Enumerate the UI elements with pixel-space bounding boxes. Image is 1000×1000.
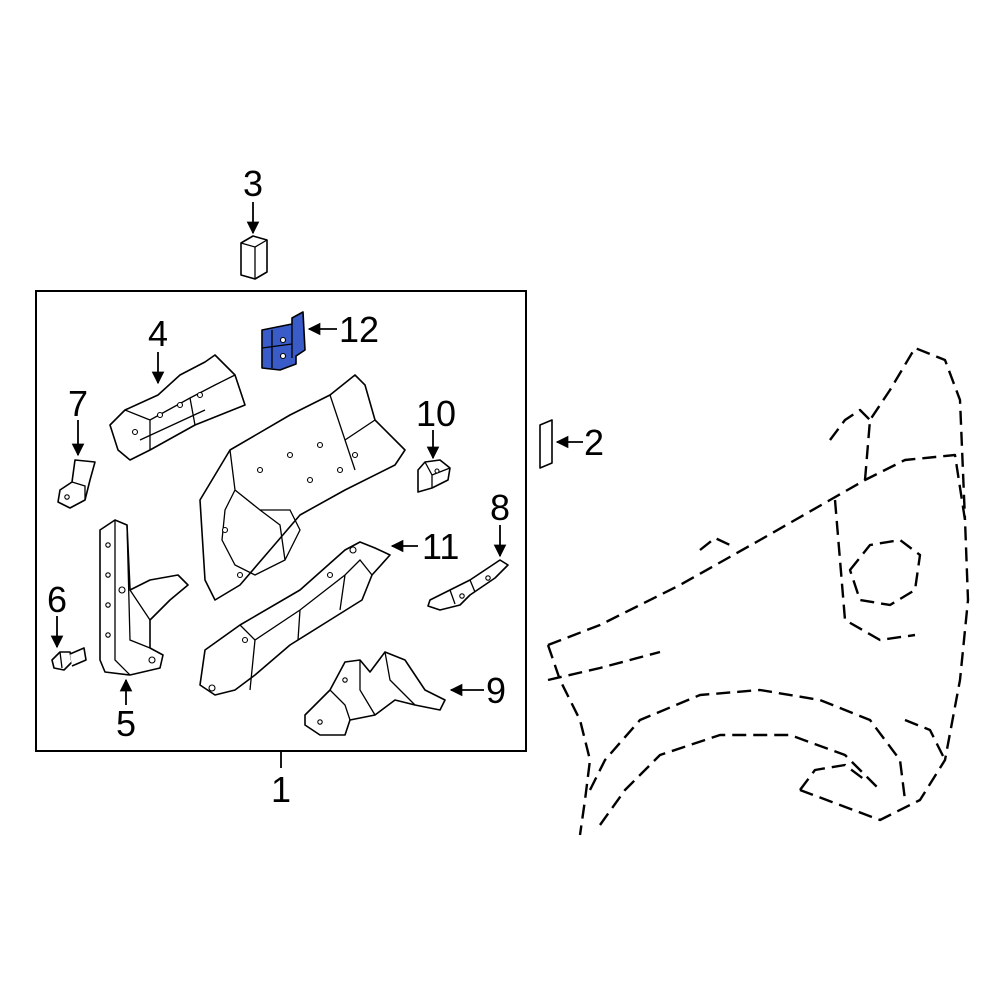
part-4-upper-rail[interactable] (109, 354, 246, 461)
callout-9[interactable]: 9 (486, 670, 506, 711)
callout-4[interactable]: 4 (148, 313, 168, 354)
part-9-bracket[interactable] (304, 651, 446, 736)
callout-10[interactable]: 10 (416, 393, 456, 434)
part-5-pillar[interactable] (99, 519, 189, 676)
part-11-lower-rail[interactable] (199, 541, 391, 696)
callout-2[interactable]: 2 (584, 422, 604, 463)
part-10-cap[interactable] (417, 459, 451, 493)
callout-5[interactable]: 5 (116, 703, 136, 744)
callout-1[interactable]: 1 (271, 769, 291, 810)
fender-outline (546, 346, 970, 836)
callout-3[interactable]: 3 (243, 163, 263, 204)
apron-panel[interactable] (199, 374, 406, 601)
part-6-bolt[interactable] (51, 647, 87, 671)
callout-8[interactable]: 8 (490, 487, 510, 528)
callout-7[interactable]: 7 (68, 383, 88, 424)
part-3-block[interactable] (240, 235, 268, 280)
part-12-bracket[interactable] (261, 311, 306, 371)
callout-12[interactable]: 12 (339, 309, 379, 350)
part-8-bracket[interactable] (427, 559, 509, 611)
callout-11[interactable]: 11 (422, 526, 459, 567)
callout-6[interactable]: 6 (47, 579, 67, 620)
part-2-pad[interactable] (539, 419, 553, 469)
part-7-bracket[interactable] (57, 459, 96, 509)
